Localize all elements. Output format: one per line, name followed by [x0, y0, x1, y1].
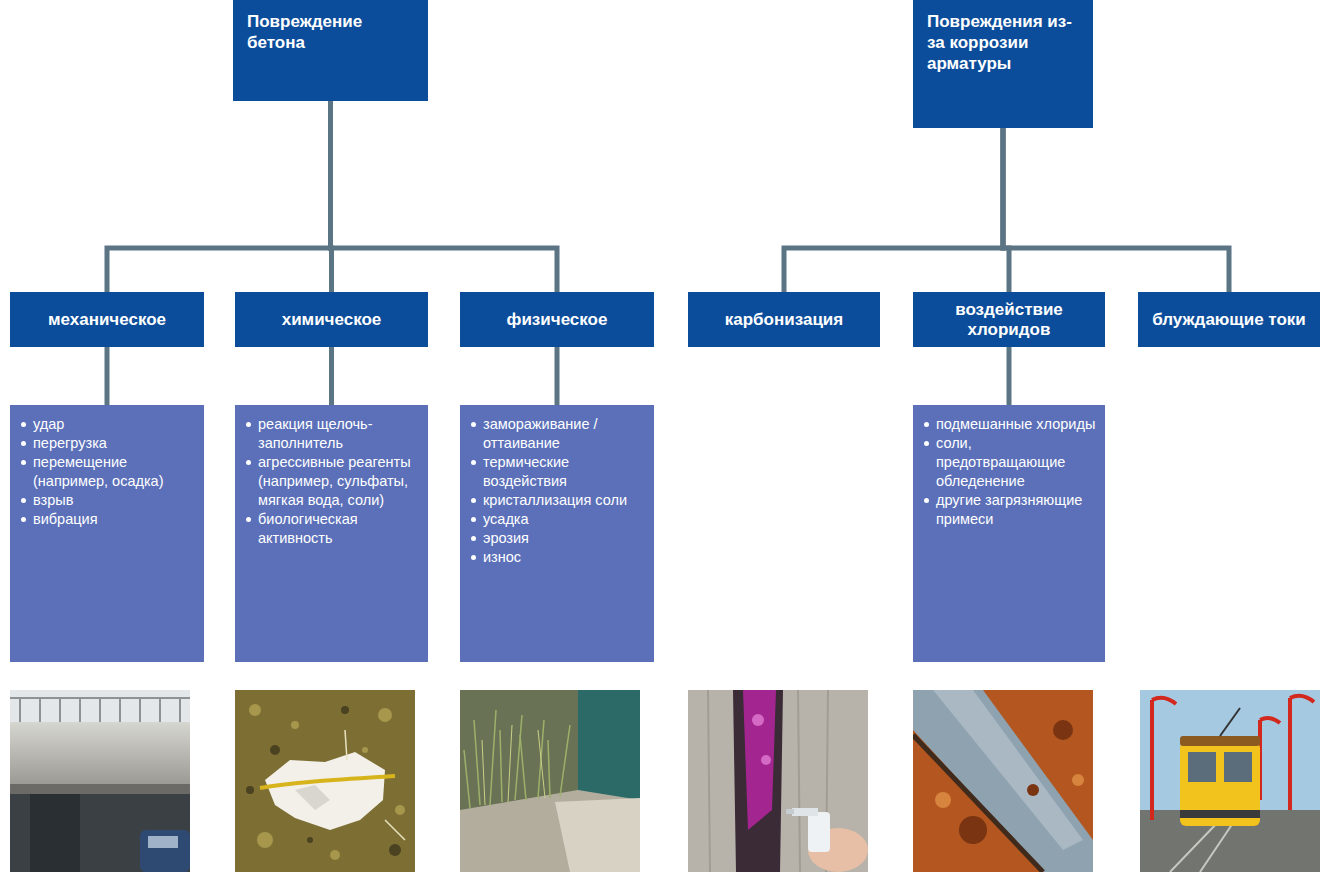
bullet-dot — [924, 498, 929, 503]
micrograph-photo — [235, 690, 415, 872]
list-text: износ — [483, 549, 521, 565]
tree-connector — [1003, 128, 1229, 292]
category-title: карбонизация — [725, 310, 843, 330]
bullet-dot — [21, 441, 26, 446]
tree-connector — [105, 347, 110, 405]
list-item: кристаллизация соли — [470, 491, 646, 510]
carbonation-photo — [688, 690, 868, 872]
wall-grass-photo — [460, 690, 640, 872]
list-item: удар — [20, 415, 196, 434]
cause-list-box: подмешанные хлориды соли, предотвращающие… — [913, 405, 1105, 662]
bullet-dot — [471, 422, 476, 427]
list-text: перегрузка — [33, 435, 107, 451]
list-item: эрозия — [470, 529, 646, 548]
bullet-dot — [246, 422, 251, 427]
list-item: взрыв — [20, 491, 196, 510]
list-text: соли, предотвращающие обледенение — [936, 435, 1065, 489]
bullet-dot — [21, 498, 26, 503]
bullet-dot — [924, 422, 929, 427]
category-title: физическое — [507, 310, 608, 330]
list-item: вибрация — [20, 510, 196, 529]
category-title: блуждающие токи — [1152, 310, 1306, 330]
root-title: Повреждение бетона — [247, 11, 416, 53]
list-text: агрессивные реагенты (например, сульфаты… — [258, 454, 411, 508]
bullet-dot — [471, 517, 476, 522]
category-box: воздействие хлоридов — [913, 292, 1105, 347]
tree-connector — [329, 347, 334, 405]
cause-list-box: реакция щелочь-заполнительагрессивные ре… — [235, 405, 428, 662]
category-box: карбонизация — [688, 292, 880, 347]
bridge-photo — [10, 690, 190, 872]
list-item: износ — [470, 548, 646, 567]
list-item: другие загрязняющие примеси — [923, 491, 1097, 529]
bullet-dot — [471, 555, 476, 560]
list-text: взрыв — [33, 492, 73, 508]
category-box: механическое — [10, 292, 204, 347]
corrosion-photo — [913, 690, 1093, 872]
list-text: перемещение (например, осадка) — [33, 454, 163, 489]
bullet-dot — [471, 460, 476, 465]
list-item: подмешанные хлориды — [923, 415, 1097, 434]
root-box: Повреждение бетона — [233, 0, 428, 101]
list-text: замораживание / оттаивание — [483, 416, 598, 451]
tree-connector — [555, 347, 560, 405]
list-item: соли, предотвращающие обледенение — [923, 434, 1097, 491]
bullet-dot — [246, 517, 251, 522]
tree-connector — [331, 101, 558, 292]
bullet-dot — [471, 498, 476, 503]
category-box: химическое — [235, 292, 428, 347]
list-text: вибрация — [33, 511, 98, 527]
list-item: перемещение (например, осадка) — [20, 453, 196, 491]
bullet-dot — [21, 460, 26, 465]
list-text: эрозия — [483, 530, 529, 546]
category-title: механическое — [48, 310, 166, 330]
list-item: реакция щелочь-заполнитель — [245, 415, 420, 453]
cause-list-box: замораживание / оттаиваниетермические во… — [460, 405, 654, 662]
list-text: кристаллизация соли — [483, 492, 627, 508]
root-box: Повреждения из-за коррозии арматуры — [913, 0, 1093, 128]
bullet-dot — [21, 422, 26, 427]
list-item: термические воздействия — [470, 453, 646, 491]
list-text: реакция щелочь-заполнитель — [258, 416, 372, 451]
list-item: усадка — [470, 510, 646, 529]
cause-list-box: удар перегрузка перемещение (например, оса… — [10, 405, 204, 662]
list-text: другие загрязняющие примеси — [936, 492, 1082, 527]
bullet-dot — [924, 441, 929, 446]
bullet-dot — [471, 536, 476, 541]
list-item: перегрузка — [20, 434, 196, 453]
root-title: Повреждения из-за коррозии арматуры — [927, 11, 1081, 74]
tree-connector — [1007, 347, 1012, 405]
list-text: термические воздействия — [483, 454, 569, 489]
category-box: физическое — [460, 292, 654, 347]
list-text: биологическая активность — [258, 511, 358, 546]
list-text: удар — [33, 416, 64, 432]
bullet-dot — [246, 460, 251, 465]
list-text: подмешанные хлориды — [936, 416, 1095, 432]
tree-connector — [784, 128, 1003, 292]
category-box: блуждающие токи — [1138, 292, 1320, 347]
list-text: усадка — [483, 511, 529, 527]
category-title: химическое — [282, 310, 382, 330]
category-title: воздействие хлоридов — [921, 300, 1097, 340]
bullet-dot — [21, 517, 26, 522]
tram-photo — [1140, 690, 1320, 872]
tree-connector — [107, 101, 331, 292]
list-item: агрессивные реагенты (например, сульфаты… — [245, 453, 420, 510]
list-item: замораживание / оттаивание — [470, 415, 646, 453]
list-item: биологическая активность — [245, 510, 420, 548]
